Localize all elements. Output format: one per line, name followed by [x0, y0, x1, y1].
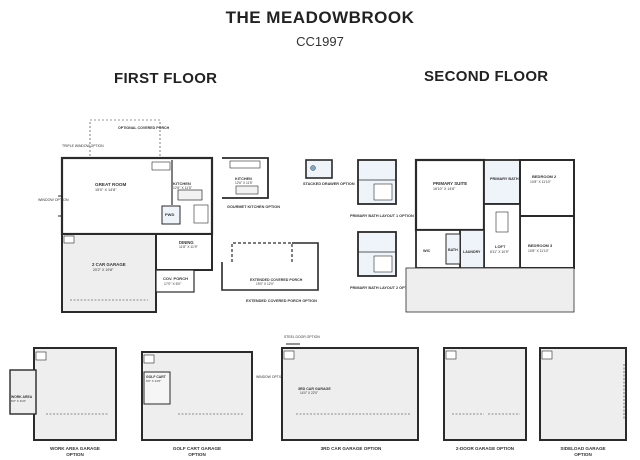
garage-4-caption: 2-DOOR GARAGE OPTION	[455, 446, 515, 451]
roof-below	[405, 267, 575, 313]
bath-room	[445, 233, 461, 265]
primary-suite-dim: 16'10" X 14'8"	[433, 187, 456, 191]
bath-layout-1-caption: PRIMARY BATH LAYOUT 1 OPTION	[350, 214, 414, 218]
loft-label: LOFT	[495, 244, 506, 249]
garage-2-inner-label: GOLF CART	[146, 375, 167, 379]
dining-dim: 11'8" X 11'9"	[179, 245, 198, 249]
bedroom-2-room	[519, 159, 575, 217]
garage-2-caption: GOLF CART GARAGE OPTION	[172, 446, 222, 457]
extended-porch-caption: EXTENDED COVERED PORCH OPTION	[246, 299, 317, 303]
wic-label: WIC	[423, 249, 431, 253]
first-floor-heading: FIRST FLOOR	[114, 70, 218, 87]
bath-layout-1	[357, 159, 397, 205]
garage-option-2	[141, 351, 253, 441]
powder-room	[161, 205, 181, 225]
garage-room	[61, 233, 157, 313]
great-room-dim: 15'0" X 14'8"	[95, 188, 117, 192]
extended-porch-option	[221, 242, 319, 291]
stacked-drawer-caption: STACKED DRAWER OPTION	[303, 182, 355, 186]
garage-label: 2 CAR GARAGE	[92, 262, 126, 267]
garage-2-side-note: WINDOW OPTION	[256, 375, 285, 379]
garage-1-inner-dim: 6'0" X 11'0"	[11, 399, 26, 403]
optional-covered-porch	[89, 119, 161, 159]
triple-window-label: TRIPLE WINDOW OPTION	[62, 144, 104, 148]
gourmet-kitchen-inner-dim: 12'6" X 11'5"	[235, 181, 253, 185]
garage-1-caption: WORK AREA GARAGE OPTION	[50, 446, 100, 457]
bath-layout-2-caption: PRIMARY BATH LAYOUT 2 OPTION	[350, 286, 414, 290]
covered-porch	[155, 269, 195, 293]
garage-option-3	[281, 343, 419, 441]
garage-3-caption: 3RD CAR GARAGE OPTION	[320, 446, 382, 451]
first-floor-plan	[58, 119, 214, 313]
primary-suite-label: PRIMARY SUITE	[433, 181, 467, 186]
window-option-label: WINDOW OPTION	[38, 198, 69, 202]
stacked-drawer-option	[305, 159, 333, 179]
bedroom-3-room	[519, 215, 575, 269]
garage-option-4	[443, 347, 527, 441]
gourmet-kitchen-inner-label: KITCHEN	[235, 177, 252, 181]
dining-label: DINING	[179, 240, 194, 245]
garage-3-inner-label: 3RD CAR GARAGE	[298, 387, 331, 391]
plan-code: CC1997	[296, 34, 344, 49]
bedroom-3-dim: 10'8" X 11'10"	[528, 249, 550, 253]
second-floor-plan	[405, 158, 575, 313]
porch-dim: 17'0" X 6'0"	[164, 282, 182, 286]
garage-5-caption: SIDELOAD GARAGE OPTION	[560, 446, 606, 457]
great-room-label: GREAT ROOM	[95, 182, 126, 187]
porch-label: COV. PORCH	[163, 276, 188, 281]
gourmet-kitchen-option	[222, 157, 269, 199]
loft-room	[483, 203, 521, 269]
bath-label: BATH	[448, 248, 458, 252]
bath-layout-2	[357, 231, 397, 277]
kitchen-dim: 12'6" X 11'5"	[173, 186, 193, 190]
kitchen-island	[177, 189, 203, 201]
optional-porch-label: OPTIONAL COVERED PORCH	[118, 126, 170, 130]
loft-dim: 8'11" X 10'9"	[490, 250, 510, 254]
garage-dim: 20'2" X 19'8"	[93, 268, 114, 272]
extended-porch-inner-label: EXTENDED COVERED PORCH	[250, 278, 303, 282]
laundry-room	[459, 229, 485, 269]
primary-bath-room	[483, 159, 521, 205]
second-floor-heading: SECOND FLOOR	[424, 68, 549, 85]
plan-title: THE MEADOWBROOK	[225, 8, 415, 27]
pwd-label: PWD	[165, 212, 174, 217]
kitchen-label: KITCHEN	[173, 181, 191, 186]
garage-1-inner-label: WORK AREA	[11, 395, 33, 399]
bedroom-2-dim: 10'8" X 11'10"	[530, 180, 552, 184]
garage-option-1	[9, 347, 117, 441]
primary-suite-room	[414, 158, 486, 232]
extended-porch-inner-dim: 19'0" X 12'0"	[256, 282, 274, 286]
bedroom-2-label: BEDROOM 2	[532, 174, 557, 179]
garage-3-inner-dim: 14'0" X 22'0"	[300, 391, 318, 395]
primary-bath-label: PRIMARY BATH	[490, 177, 519, 181]
garage-option-5	[539, 347, 627, 441]
bedroom-3-label: BEDROOM 3	[528, 243, 553, 248]
laundry-label: LAUNDRY	[463, 250, 481, 254]
garage-3-top-note: STEEL DOOR OPTION	[284, 335, 320, 339]
gourmet-kitchen-caption: GOURMET KITCHEN OPTION	[227, 205, 280, 209]
garage-2-inner-dim: 6'0" X 14'0"	[146, 379, 161, 383]
